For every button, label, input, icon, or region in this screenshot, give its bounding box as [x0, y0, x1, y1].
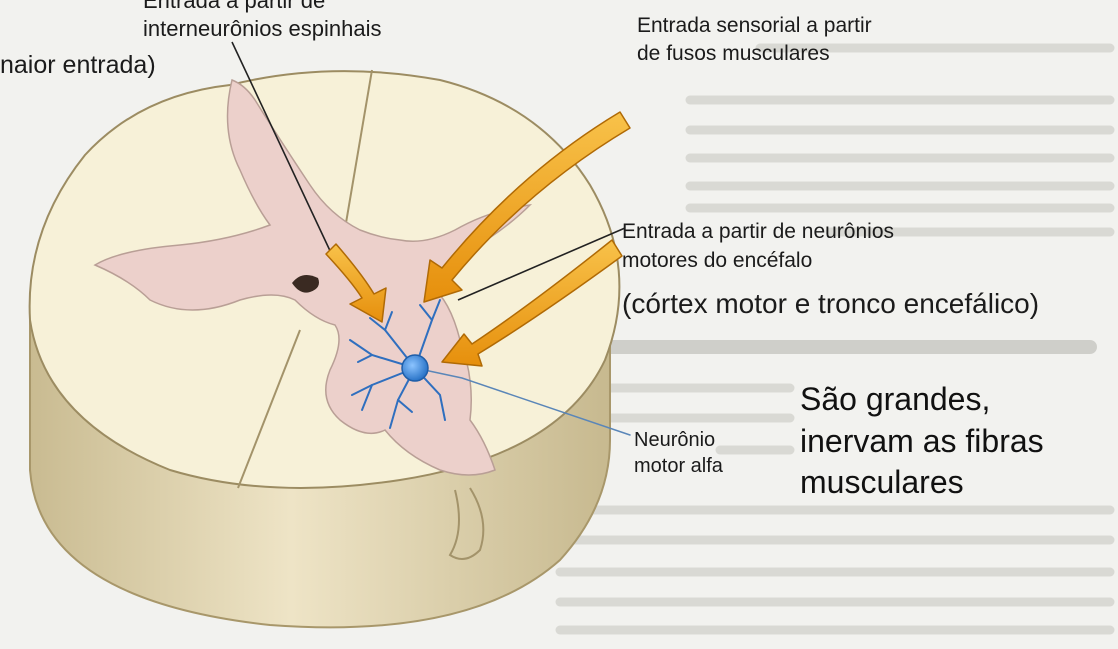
label-sensory-line-2: de fusos musculares [637, 40, 872, 68]
label-motor-line-2: motores do encéfalo [622, 247, 894, 276]
annotation-note: São grandes, inervam as fibras musculare… [800, 379, 1044, 504]
label-interneuron-line-1: Entrada a partir de [143, 0, 382, 15]
label-alpha-neuron: Neurônio motor alfa [634, 427, 723, 479]
note-line-2: inervam as fibras [800, 421, 1044, 463]
label-left-partial: naior entrada) [0, 50, 156, 81]
label-motor-input-detail: (córtex motor e tronco encefálico) [622, 286, 1039, 321]
label-alpha-line-2: motor alfa [634, 453, 723, 479]
label-sensory-line-1: Entrada sensorial a partir [637, 12, 872, 40]
label-interneuron-input: Entrada a partir de interneurônios espin… [143, 0, 382, 42]
note-line-1: São grandes, [800, 379, 1044, 421]
label-sensory-input: Entrada sensorial a partir de fusos musc… [637, 12, 872, 68]
neuron-soma [402, 355, 428, 381]
label-interneuron-line-2: interneurônios espinhais [143, 15, 382, 43]
label-alpha-line-1: Neurônio [634, 427, 723, 453]
label-motor-input: Entrada a partir de neurônios motores do… [622, 218, 894, 276]
note-line-3: musculares [800, 462, 1044, 504]
label-motor-line-1: Entrada a partir de neurônios [622, 218, 894, 247]
